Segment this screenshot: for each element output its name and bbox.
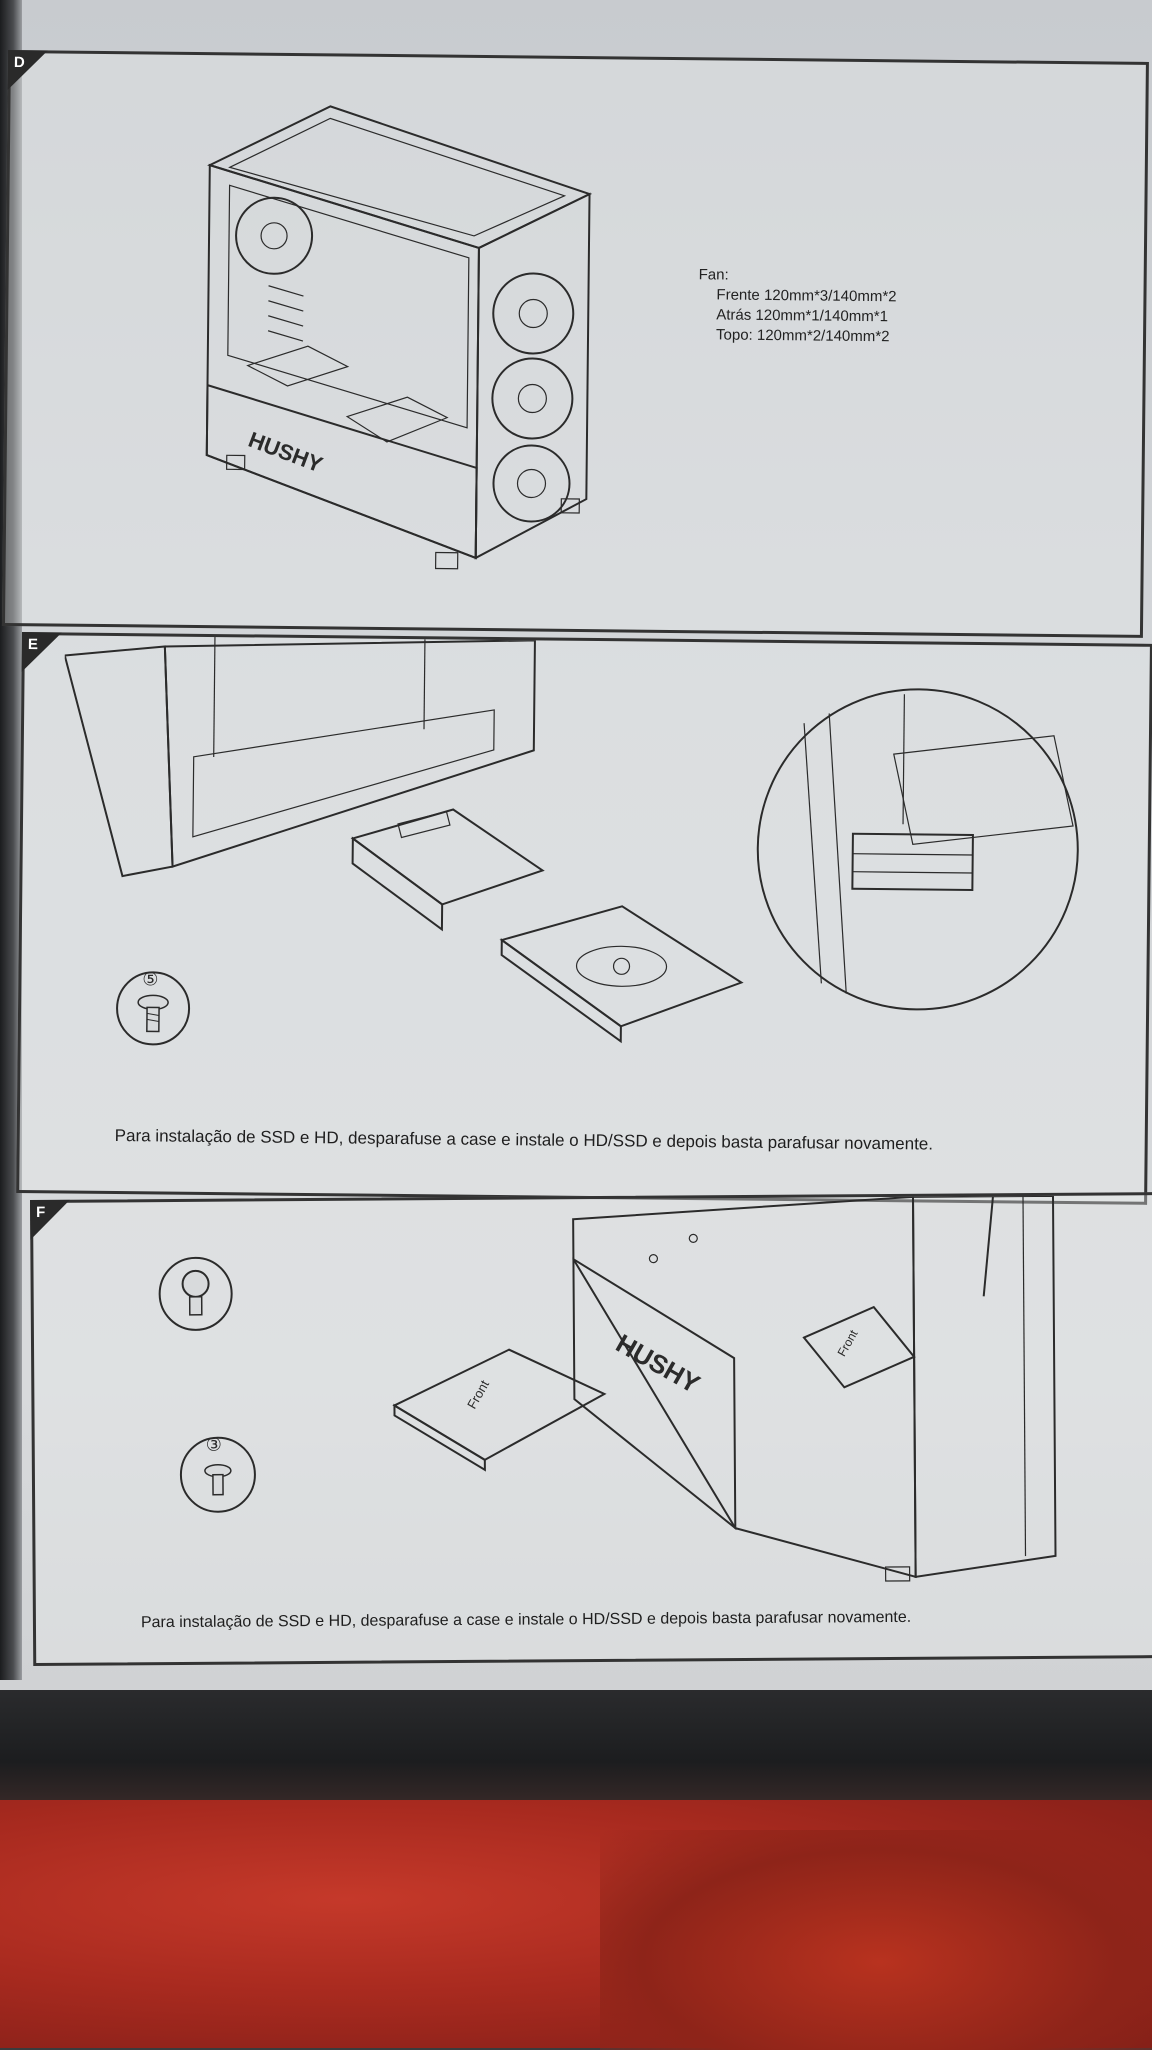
panel-f: F ③ Front Front xyxy=(30,1192,1152,1666)
thumbscrew-badge-f xyxy=(158,1256,233,1332)
ssd-front-label: Front xyxy=(464,1377,492,1411)
screw-icon-f xyxy=(204,1463,232,1496)
panel-tag-e: E xyxy=(21,632,62,672)
panel-letter-d: D xyxy=(13,54,25,72)
ssd-drive-illustration: Front xyxy=(392,1348,607,1472)
fan-spec-top: Topo: 120mm*2/140mm*2 xyxy=(715,326,890,346)
hdd-bracket-illustration xyxy=(63,637,744,1044)
panel-letter-f: F xyxy=(36,1203,46,1221)
panel-e: E xyxy=(16,632,1152,1205)
fan-spec-rear: Atrás 120mm*1/140mm*1 xyxy=(716,306,889,326)
panel-tag-f: F xyxy=(30,1199,70,1240)
brand-logo-f: HUSHY xyxy=(611,1328,705,1399)
caption-e: Para instalação de SSD e HD, desparafuse… xyxy=(114,1125,934,1154)
book-spine xyxy=(0,0,22,1680)
fan-spec-front: Frente 120mm*3/140mm*2 xyxy=(716,286,897,306)
zoom-detail-circle xyxy=(756,688,1079,1011)
thumbscrew-icon xyxy=(181,1269,210,1316)
screw-number-f: ③ xyxy=(205,1434,222,1455)
pc-case-fans-illustration: HUSHY xyxy=(205,105,593,570)
screw-badge-f: ③ xyxy=(179,1434,257,1513)
screw-icon xyxy=(137,994,169,1033)
panel-d: D HUSHY xyxy=(1,50,1149,638)
mount-front-label: Front xyxy=(835,1327,861,1359)
caption-f: Para instalação de SSD e HD, desparafuse… xyxy=(140,1608,912,1632)
panel-letter-e: E xyxy=(27,636,38,654)
manual-page: D HUSHY xyxy=(0,0,1152,1730)
desk-edge xyxy=(0,1690,1152,1810)
red-fabric-fold xyxy=(600,1830,1152,2050)
screw-badge-e: ⑤ xyxy=(115,969,191,1046)
fan-spec: Fan: Frente 120mm*3/140mm*2 Atrás 120mm*… xyxy=(698,265,897,347)
panel-tag-d: D xyxy=(7,50,48,90)
fan-spec-title: Fan: xyxy=(698,266,729,284)
pc-case-ssd-mount-illustration: Front HUSHY xyxy=(572,1195,1057,1582)
screw-number-e: ⑤ xyxy=(142,969,159,990)
brand-logo-d: HUSHY xyxy=(245,427,326,478)
